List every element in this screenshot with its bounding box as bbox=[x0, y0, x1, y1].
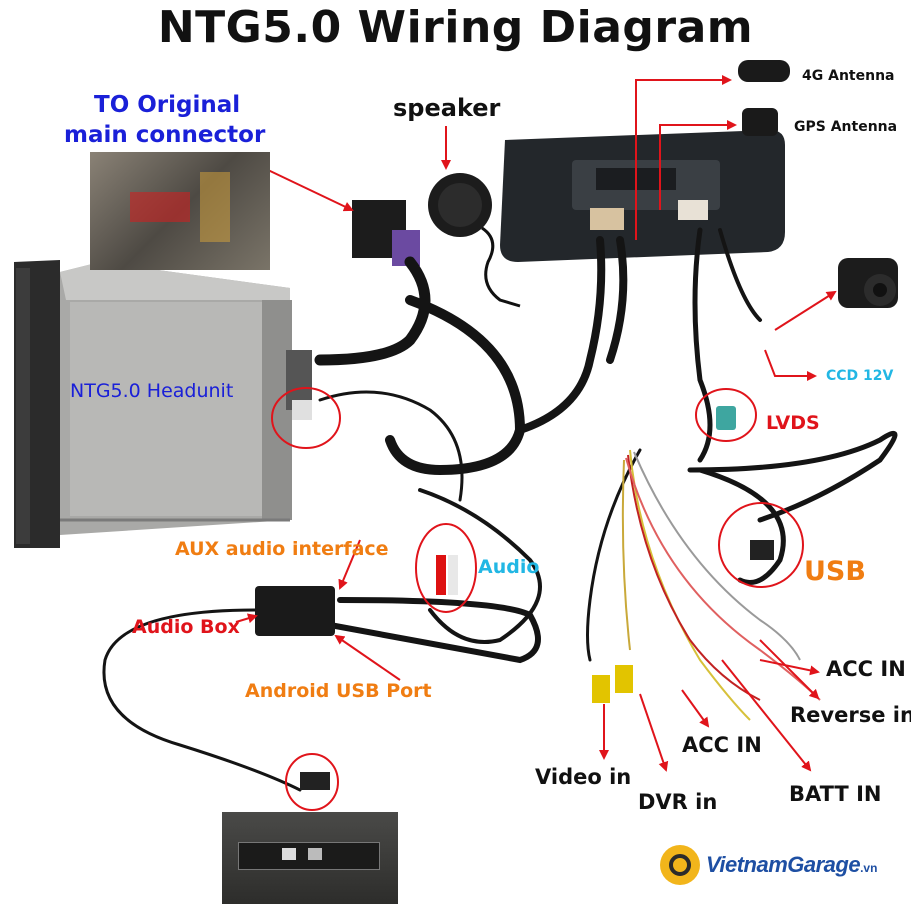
video-in-label: Video in bbox=[535, 765, 632, 789]
rca-red bbox=[436, 555, 446, 595]
audio-label: Audio bbox=[478, 556, 540, 578]
acc-in-bottom-label: ACC IN bbox=[682, 733, 762, 757]
android-usb-label: Android USB Port bbox=[245, 680, 432, 702]
acc-in-right-label: ACC IN bbox=[826, 657, 906, 681]
aux-jack bbox=[292, 400, 312, 420]
rca-white bbox=[448, 555, 458, 595]
dvr-in-label: DVR in bbox=[638, 790, 718, 814]
audio-box-device bbox=[255, 586, 335, 636]
antenna-4g-label: 4G Antenna bbox=[802, 68, 895, 84]
audio-box-label: Audio Box bbox=[132, 616, 240, 638]
diagram-title: NTG5.0 Wiring Diagram bbox=[157, 2, 754, 53]
to-original-label-2: main connector bbox=[64, 122, 266, 148]
brand-wordmark: VietnamGarage.vn bbox=[706, 852, 877, 878]
antenna-gps-label: GPS Antenna bbox=[794, 119, 898, 135]
brand-logo-icon bbox=[660, 845, 700, 885]
lvds-connector bbox=[716, 406, 736, 430]
speaker-label: speaker bbox=[393, 94, 501, 122]
headunit-label: NTG5.0 Headunit bbox=[70, 380, 234, 402]
original-connector-photo bbox=[90, 152, 270, 270]
camera-device bbox=[838, 258, 898, 308]
brand-suffix: .vn bbox=[860, 861, 878, 875]
reverse-in-label: Reverse in bbox=[790, 703, 911, 727]
rca-yellow-2 bbox=[615, 665, 633, 693]
antenna-gps-device bbox=[742, 108, 778, 136]
to-original-label-1: TO Original bbox=[94, 92, 241, 118]
speaker-device bbox=[428, 173, 521, 308]
antenna-4g-device bbox=[738, 60, 790, 82]
aux-label: AUX audio interface bbox=[175, 538, 389, 560]
headunit-device bbox=[14, 260, 312, 548]
usb-plug-android bbox=[300, 772, 330, 790]
usb-plug bbox=[750, 540, 774, 560]
brand-name: VietnamGarage bbox=[706, 852, 861, 877]
car-usb-port-photo bbox=[222, 812, 398, 904]
display-screen bbox=[500, 130, 785, 262]
usb-label: USB bbox=[804, 556, 866, 587]
batt-in-label: BATT IN bbox=[789, 782, 882, 806]
lvds-label: LVDS bbox=[766, 412, 820, 434]
ccd-label: CCD 12V bbox=[826, 368, 894, 384]
rca-yellow-1 bbox=[592, 675, 610, 703]
